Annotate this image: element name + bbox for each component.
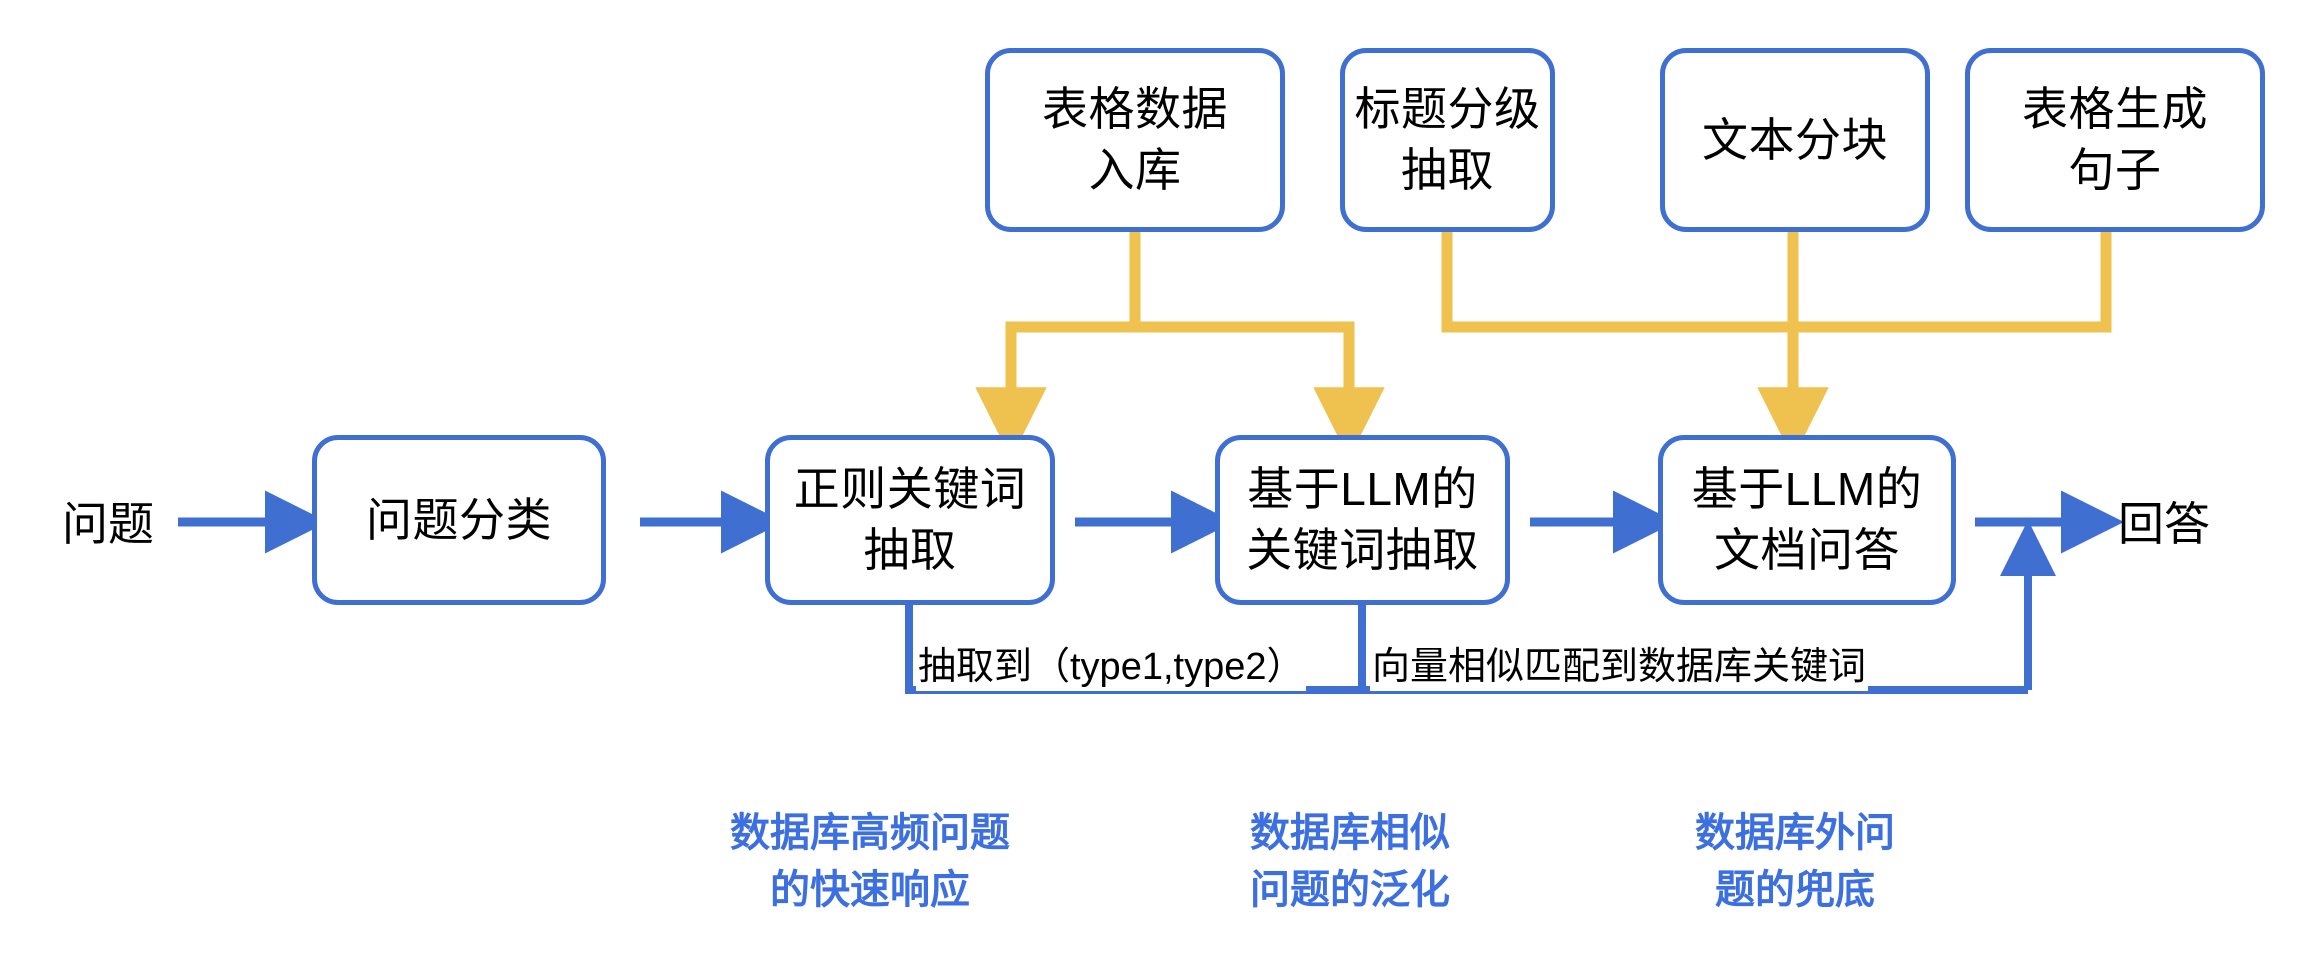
resource-edge-heading-hierarchy xyxy=(1441,232,1793,333)
caption-similar: 数据库相似 问题的泛化 xyxy=(1250,811,1450,912)
node-regex-keyword[interactable]: 正则关键词 抽取 xyxy=(765,435,1055,605)
edge-label-extract-type: 抽取到（type1,type2） xyxy=(916,645,1307,691)
node-heading-hierarchy-label: 标题分级 抽取 xyxy=(1354,83,1541,196)
edge-label-vector-match: 向量相似匹配到数据库关键词 xyxy=(1370,645,1869,691)
caption-highfreq: 数据库高频问题 的快速响应 xyxy=(730,811,1010,912)
resource-edge-table-ingest xyxy=(975,232,1385,459)
node-table-to-sentence-label: 表格生成 句子 xyxy=(2022,83,2208,196)
node-text-chunking[interactable]: 文本分块 xyxy=(1660,48,1930,232)
node-table-data-ingest[interactable]: 表格数据 入库 xyxy=(985,48,1285,232)
resource-edge-table-to-sentence xyxy=(1793,232,2112,333)
node-heading-hierarchy[interactable]: 标题分级 抽取 xyxy=(1340,48,1555,232)
node-table-data-ingest-label: 表格数据 入库 xyxy=(1042,83,1228,196)
node-llm-docqa[interactable]: 基于LLM的 文档问答 xyxy=(1658,435,1956,605)
sink-node-answer: 回答 xyxy=(2118,498,2210,550)
source-node-question: 问题 xyxy=(62,498,154,550)
node-table-to-sentence[interactable]: 表格生成 句子 xyxy=(1965,48,2265,232)
node-classify[interactable]: 问题分类 xyxy=(312,435,606,605)
node-classify-label: 问题分类 xyxy=(366,493,552,546)
caption-outside: 数据库外问 题的兜底 xyxy=(1695,811,1895,912)
node-llm-docqa-label: 基于LLM的 文档问答 xyxy=(1691,463,1923,576)
node-llm-keyword-label: 基于LLM的 关键词抽取 xyxy=(1246,463,1479,576)
node-text-chunking-label: 文本分块 xyxy=(1702,113,1888,166)
node-regex-keyword-label: 正则关键词 抽取 xyxy=(793,463,1027,576)
node-llm-keyword[interactable]: 基于LLM的 关键词抽取 xyxy=(1215,435,1510,605)
